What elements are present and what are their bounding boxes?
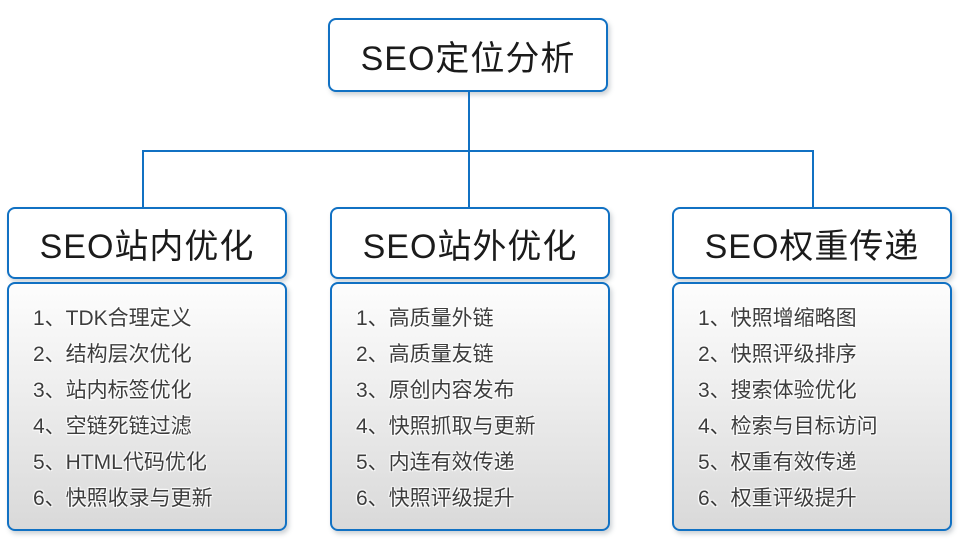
list-item: 2、结构层次优化: [33, 343, 192, 366]
list-item: 5、内连有效传递: [356, 451, 515, 474]
list-item: 4、快照抓取与更新: [356, 415, 536, 438]
list-item: 6、快照收录与更新: [33, 487, 213, 510]
connector-right-branch-vertical: [812, 150, 814, 207]
list-item: 3、站内标签优化: [33, 379, 192, 402]
root-node: SEO定位分析: [328, 18, 608, 92]
list-item: 2、快照评级排序: [698, 343, 857, 366]
connector-root-to-center-vertical: [468, 92, 470, 207]
list-item: 3、原创内容发布: [356, 379, 515, 402]
list-item: 1、高质量外链: [356, 307, 494, 330]
list-item: 5、权重有效传递: [698, 451, 857, 474]
list-item: 5、HTML代码优化: [33, 451, 207, 474]
branch-offsite-title: SEO站外优化: [362, 227, 578, 266]
connector-left-branch-vertical: [142, 150, 144, 207]
list-item: 6、快照评级提升: [356, 487, 515, 510]
branch-offsite-body: 1、高质量外链 2、高质量友链 3、原创内容发布 4、快照抓取与更新 5、内连有…: [330, 282, 610, 531]
list-item: 1、快照增缩略图: [698, 307, 857, 330]
branch-weight-header: SEO权重传递: [672, 207, 952, 279]
branch-onsite-title: SEO站内优化: [39, 227, 255, 266]
list-item: 2、高质量友链: [356, 343, 494, 366]
list-item: 4、空链死链过滤: [33, 415, 192, 438]
branch-offsite-header: SEO站外优化: [330, 207, 610, 279]
connector-horizontal-bus: [142, 150, 814, 152]
list-item: 6、权重评级提升: [698, 487, 857, 510]
root-node-label: SEO定位分析: [360, 39, 576, 78]
branch-weight-body: 1、快照增缩略图 2、快照评级排序 3、搜索体验优化 4、检索与目标访问 5、权…: [672, 282, 952, 531]
list-item: 4、检索与目标访问: [698, 415, 878, 438]
list-item: 3、搜索体验优化: [698, 379, 857, 402]
branch-onsite-header: SEO站内优化: [7, 207, 287, 279]
branch-onsite-body: 1、TDK合理定义 2、结构层次优化 3、站内标签优化 4、空链死链过滤 5、H…: [7, 282, 287, 531]
list-item: 1、TDK合理定义: [33, 307, 192, 330]
branch-weight-title: SEO权重传递: [704, 227, 920, 266]
